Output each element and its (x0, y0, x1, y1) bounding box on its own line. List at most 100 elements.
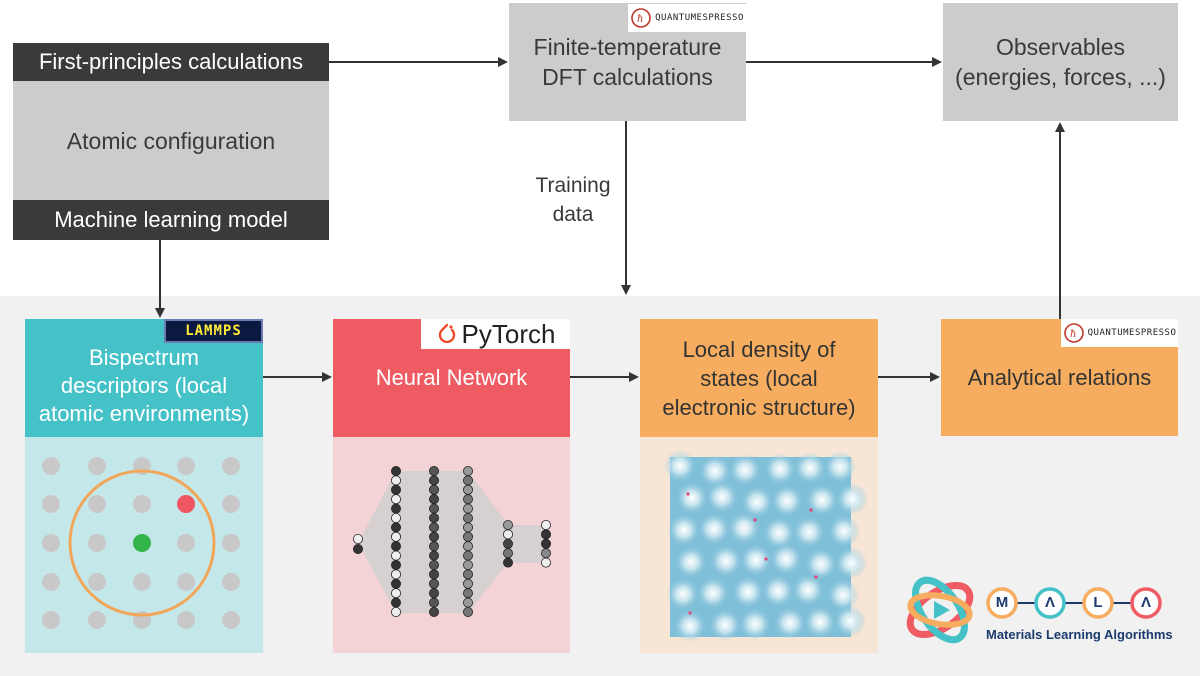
ldos-blob (698, 513, 730, 545)
atomic-configuration-box: Atomic configuration (13, 81, 329, 201)
quantum-espresso-icon: ħ (631, 8, 651, 28)
ldos-blob (676, 482, 708, 514)
quantum-espresso-logo-bottom: ħ QUANTUMESPRESSO (1061, 319, 1178, 347)
ldos-blob (710, 545, 742, 577)
ldos-blob (764, 453, 796, 485)
pytorch-wordmark: PyTorch (461, 318, 556, 349)
lammps-logo: LAMMPS (164, 319, 263, 343)
ldos-blob (697, 577, 729, 609)
ldos-blob (668, 514, 700, 546)
first-principles-header: First-principles calculations (13, 43, 329, 81)
ldos-blob (835, 547, 867, 579)
ldos-blob (804, 606, 836, 638)
ldos-blob (762, 575, 794, 607)
ldos-blob (763, 517, 795, 549)
ldos-atom-marker (688, 611, 692, 615)
quantum-espresso-wordmark-2: QUANTUMESPRESSO (1087, 328, 1177, 338)
neural-network-illustration-panel (333, 437, 570, 653)
ldos-blob (806, 484, 838, 516)
nn-connections-5 (508, 525, 546, 563)
ldos-blob (827, 579, 859, 611)
ldos-blob (774, 607, 806, 639)
ldos-atom-marker (753, 518, 757, 522)
ldos-blob (706, 481, 738, 513)
observables-line-1: Observables (995, 34, 1126, 60)
ldos-blob (793, 516, 825, 548)
ldos-blob (739, 608, 771, 640)
ldos-blob (728, 512, 760, 544)
nn-connections-3 (434, 471, 468, 613)
ldos-blob (740, 544, 772, 576)
ldos-atom-marker (814, 575, 818, 579)
mala-letter-a2: Λ (1140, 594, 1151, 611)
svg-text:ħ: ħ (1070, 329, 1076, 340)
observables-box: Observables (energies, forces, ...) (943, 3, 1178, 121)
training-data-label: Training data (516, 171, 630, 229)
ldos-blob (794, 452, 826, 484)
ldos-blob (836, 483, 868, 515)
ldos-blob (709, 609, 741, 641)
ldos-atom-marker (809, 508, 813, 512)
mala-letter-a1: Λ (1044, 594, 1055, 611)
ldos-blob (828, 515, 860, 547)
ldos-blob (732, 576, 764, 608)
dft-line-1: Finite-temperature (533, 34, 722, 60)
mala-subtitle: Materials Learning Algorithms (986, 627, 1173, 642)
ldos-blob (741, 486, 773, 518)
training-label-line-1: Training (535, 174, 611, 197)
mala-logo: M Λ L Λ Materials Learning Algorithms (900, 565, 1190, 660)
nn-nodes (352, 465, 551, 617)
ldos-atom-marker (764, 557, 768, 561)
mala-emblem-icon (906, 576, 974, 644)
quantum-espresso-wordmark: QUANTUMESPRESSO (655, 13, 744, 23)
quantum-espresso-logo-top: ħ QUANTUMESPRESSO (628, 4, 746, 32)
ldos-illustration-panel (640, 437, 878, 653)
first-principles-label: First-principles calculations (38, 49, 304, 74)
ml-model-label: Machine learning model (54, 207, 288, 232)
ldos-blob (674, 610, 706, 642)
nn-node (391, 606, 402, 617)
ldos-blob (792, 574, 824, 606)
ldos-blob (771, 485, 803, 517)
nn-connections-2 (396, 471, 434, 613)
ldos-blob (770, 543, 802, 575)
bispectrum-illustration-panel (25, 437, 263, 653)
atomic-configuration-label: Atomic configuration (66, 128, 276, 154)
pytorch-logo: PyTorch (421, 319, 570, 349)
central-atom (133, 534, 151, 552)
atomic-grid-illustration (42, 457, 240, 629)
lammps-wordmark: LAMMPS (185, 323, 242, 339)
mala-letter-l: L (1093, 594, 1103, 611)
ldos-blob (834, 605, 866, 637)
ml-model-footer: Machine learning model (13, 200, 329, 240)
ldos-blob (664, 450, 696, 482)
bispectrum-line-1: Bispectrum (88, 345, 200, 370)
neural-network-diagram (352, 465, 551, 617)
nn-node (429, 606, 440, 617)
ldos-blob (729, 454, 761, 486)
ldos-blobs (664, 450, 868, 642)
observables-line-2: (energies, forces, ...) (955, 64, 1166, 90)
nn-connections-4 (468, 471, 508, 613)
ldos-blob (824, 451, 856, 483)
nn-node (352, 534, 363, 545)
ldos-blob (805, 548, 837, 580)
ldos-blob (675, 546, 707, 578)
ldos-heatmap (664, 450, 868, 642)
mala-letters (986, 587, 1162, 619)
ldos-box: Local density of states (local electroni… (640, 319, 878, 437)
quantum-espresso-icon-2: ħ (1063, 323, 1084, 343)
ldos-atom-marker (686, 492, 690, 496)
nn-node (502, 557, 513, 568)
ldos-line-1: Local density of (682, 336, 836, 362)
pytorch-flame-icon (438, 323, 455, 344)
neighbor-atom (177, 495, 195, 513)
nn-node (462, 606, 473, 617)
svg-text:ħ: ħ (637, 14, 643, 25)
nn-node (540, 557, 551, 568)
ldos-line-3: electronic structure) (662, 394, 856, 420)
bispectrum-line-3: atomic environments) (38, 401, 250, 426)
ldos-blob (699, 455, 731, 487)
ldos-blob (667, 578, 699, 610)
